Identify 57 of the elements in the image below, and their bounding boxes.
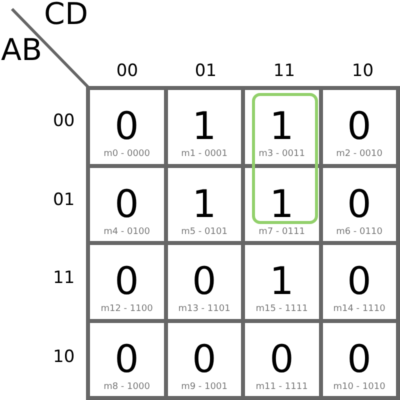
map-cell — [245, 245, 318, 318]
column-header: 00 — [115, 63, 140, 80]
minterm-label: m8 - 1000 — [104, 382, 150, 393]
map-cell — [322, 90, 396, 164]
map-cell — [245, 168, 318, 241]
axis-label: AB — [1, 36, 42, 66]
cell-value: 1 — [270, 107, 294, 146]
cell-value: 0 — [114, 340, 139, 378]
minterm-label: m7 - 0111 — [258, 226, 305, 238]
map-cell — [322, 322, 396, 396]
cell-value: 1 — [270, 262, 294, 300]
cell-value: 0 — [114, 262, 139, 300]
minterm-label: m1 - 0001 — [181, 149, 228, 160]
minterm-label: m11 - 1111 — [256, 382, 308, 393]
minterm-label: m15 - 1111 — [256, 304, 308, 316]
cell-value: 0 — [114, 184, 139, 223]
minterm-label: m13 - 1101 — [178, 304, 230, 316]
column-header: 11 — [272, 63, 296, 80]
map-cell — [90, 322, 164, 396]
cell-value: 0 — [347, 107, 372, 146]
map-cell — [90, 245, 164, 318]
cell-value: 1 — [270, 184, 294, 223]
cell-value: 1 — [192, 107, 216, 146]
map-cell — [168, 90, 241, 164]
cell-value: 0 — [270, 340, 294, 378]
cell-value: 0 — [347, 340, 372, 378]
cell-value: 0 — [192, 340, 216, 378]
map-cell — [168, 168, 241, 241]
cell-value: 0 — [347, 262, 372, 300]
minterm-label: m9 - 1001 — [181, 382, 228, 393]
map-cell — [322, 168, 396, 241]
row-header: 01 — [53, 192, 75, 209]
cell-value: 1 — [192, 184, 216, 223]
minterm-label: m6 - 0110 — [336, 226, 382, 238]
minterm-label: m0 - 0000 — [104, 149, 150, 160]
cell-value: 0 — [347, 184, 372, 223]
axis-label: CD — [44, 0, 88, 30]
minterm-label: m10 - 1010 — [333, 382, 386, 393]
map-cell — [245, 322, 318, 396]
row-header: 11 — [53, 270, 75, 288]
row-header: 10 — [53, 348, 75, 366]
column-header: 10 — [350, 63, 375, 80]
minterm-label: m5 - 0101 — [181, 226, 228, 238]
map-cell — [168, 322, 241, 396]
cell-value: 0 — [192, 262, 216, 300]
minterm-label: m12 - 1100 — [100, 304, 153, 316]
map-cell — [90, 168, 164, 241]
minterm-label: m4 - 0100 — [104, 226, 150, 238]
map-cell — [168, 245, 241, 318]
map-cell — [322, 245, 396, 318]
cell-value: 0 — [114, 107, 139, 146]
row-header: 00 — [53, 113, 75, 130]
map-cell — [90, 90, 164, 164]
minterm-label: m3 - 0011 — [258, 149, 305, 160]
minterm-label: m2 - 0010 — [336, 149, 382, 160]
minterm-label: m14 - 1110 — [333, 304, 386, 316]
column-header: 01 — [194, 63, 218, 80]
